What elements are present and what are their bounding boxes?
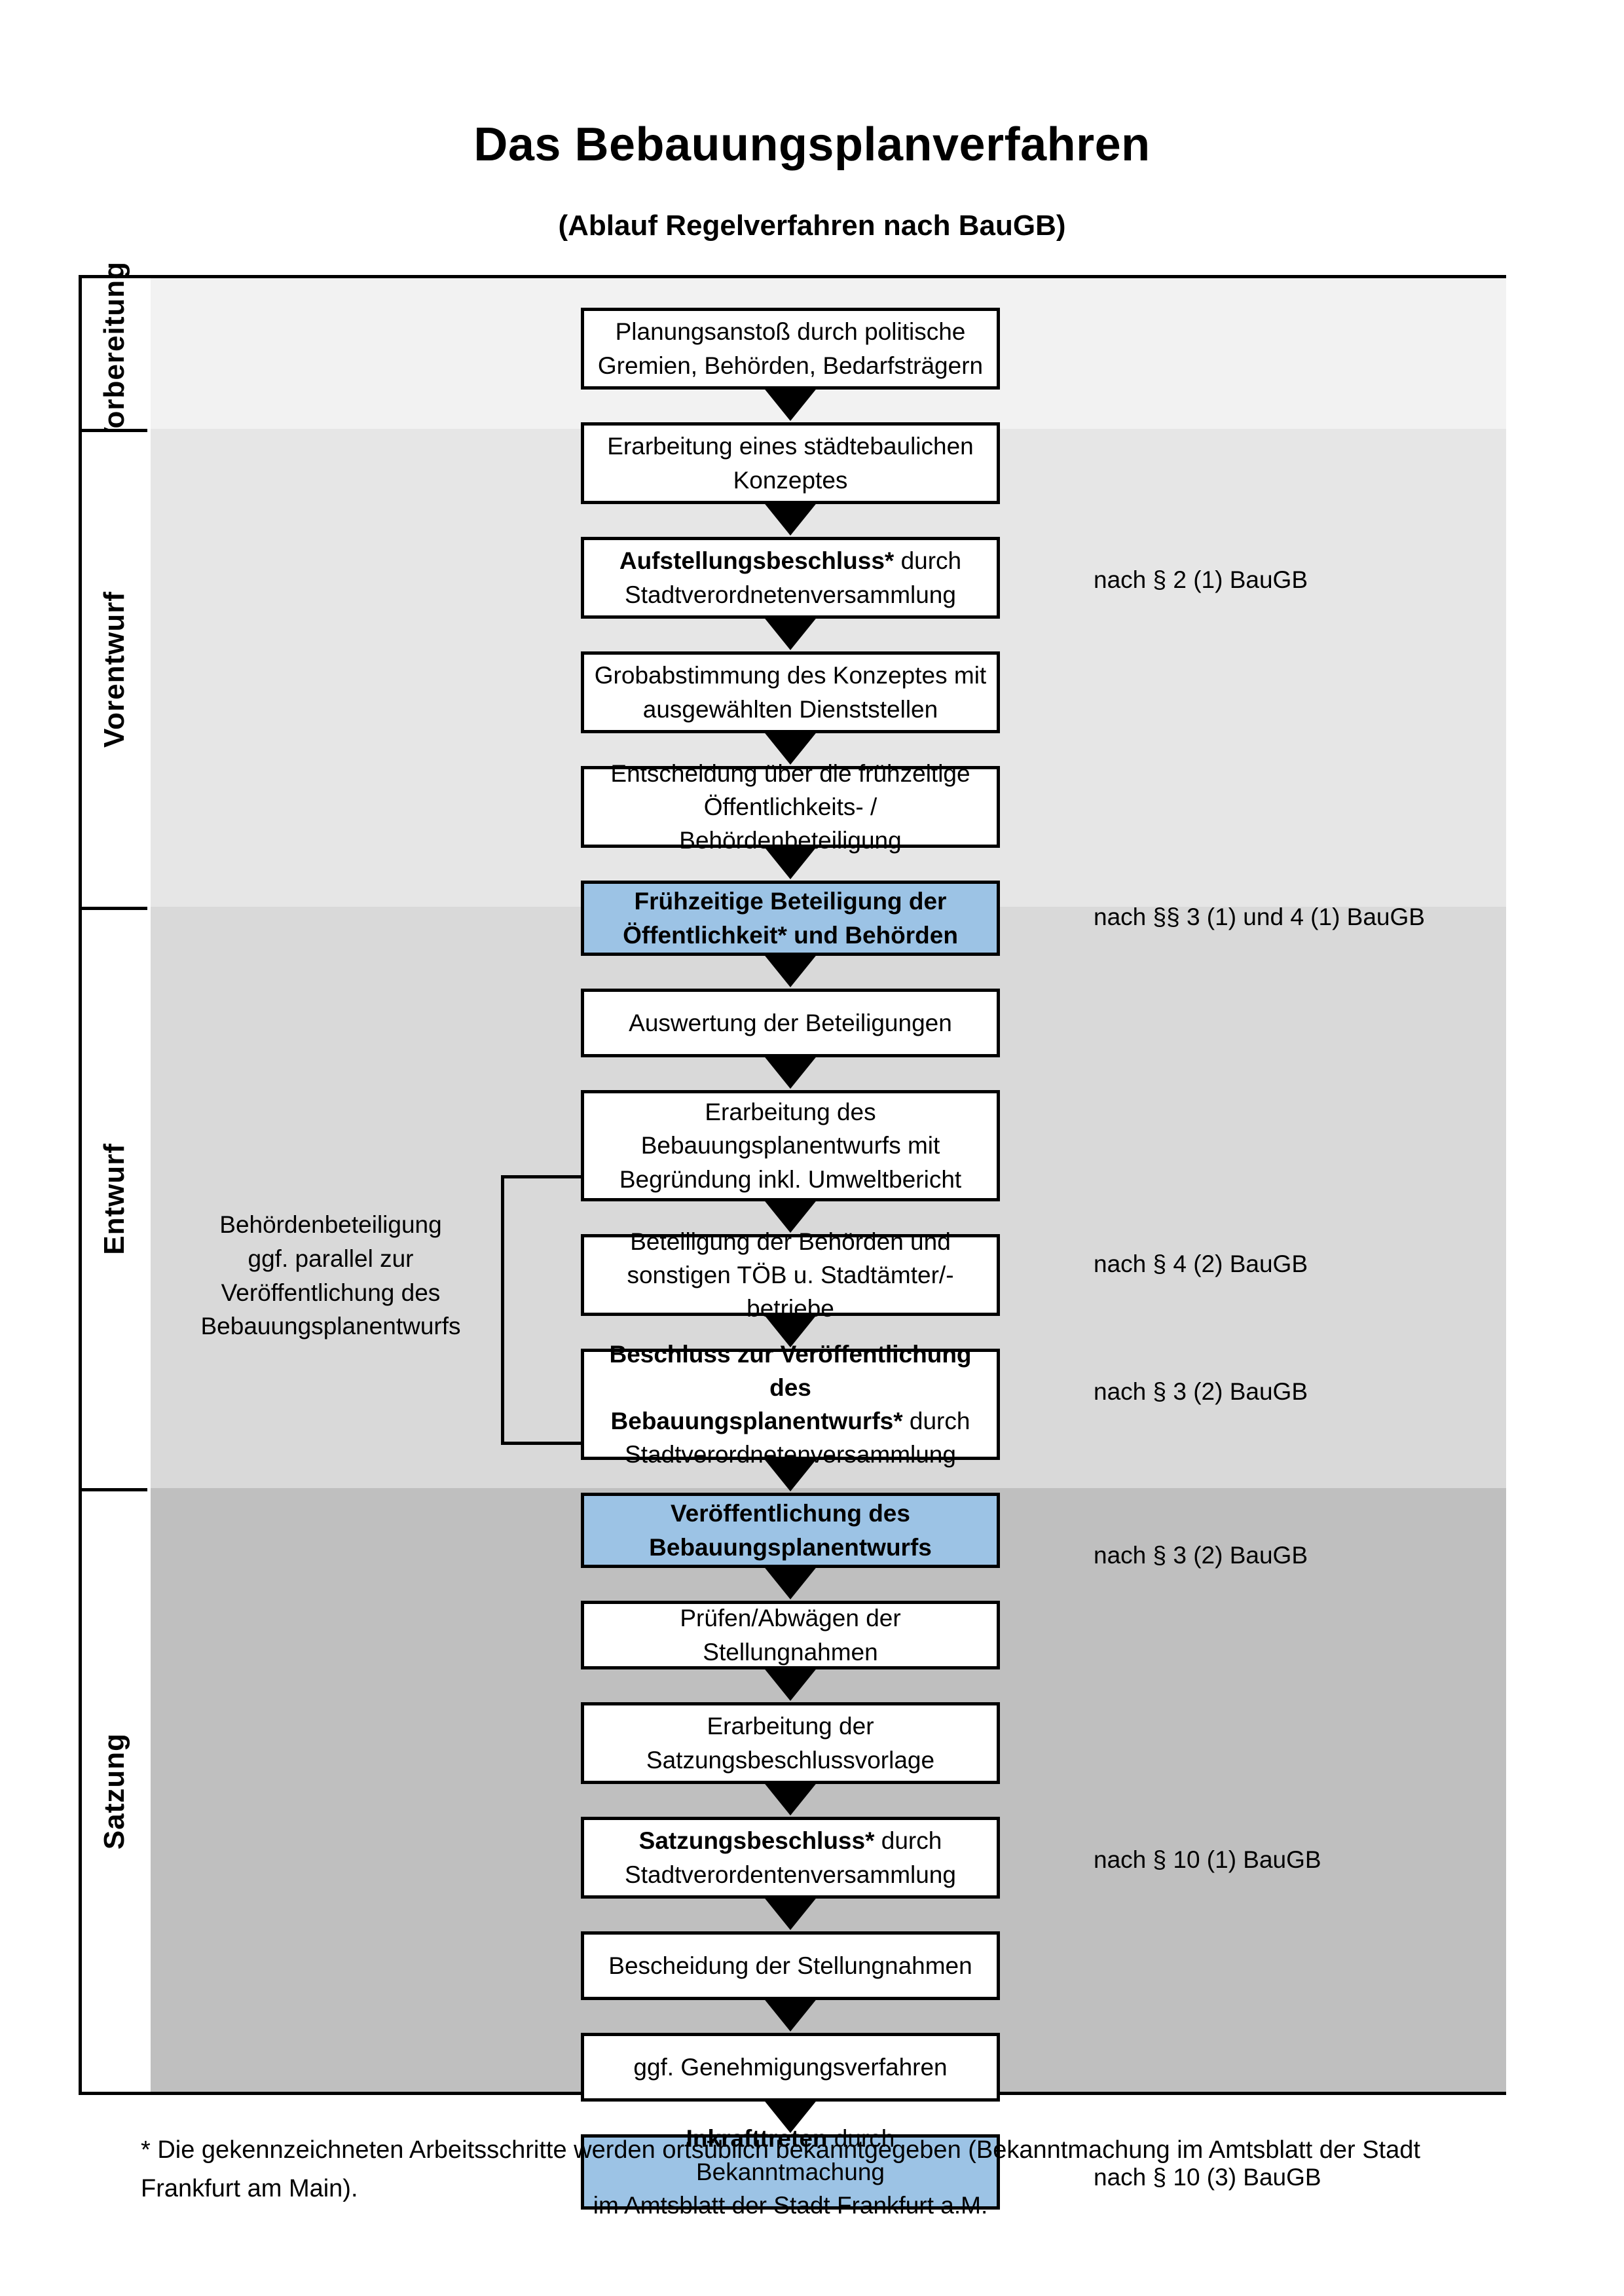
band-satzung — [151, 1488, 1506, 2092]
feedback-connector-bottom — [501, 1442, 632, 1445]
annotation-par-10-3: nach § 10 (3) BauGB — [1094, 2164, 1321, 2191]
arrow-8 — [763, 1199, 818, 1233]
step-line: Bescheidung der Stellungnahmen — [608, 1952, 972, 1979]
phase-divider-2 — [82, 907, 147, 910]
step-line-bold: Satzungsbeschluss* — [638, 1827, 875, 1855]
arrow-14 — [763, 1896, 818, 1930]
step-line: ausgewählten Dienststellen — [642, 695, 938, 723]
arrow-9 — [763, 1313, 818, 1347]
annotation-par-4-2: nach § 4 (2) BauGB — [1094, 1250, 1308, 1277]
phase-label-entwurf: Entwurf — [98, 1143, 130, 1255]
step-line: Erarbeitung des — [705, 1099, 876, 1126]
step-line-bold: Aufstellungsbeschluss* — [619, 547, 895, 575]
step-line: ggf. Genehmigungsverfahren — [633, 2053, 948, 2081]
step-planungsanstoss[interactable]: Planungsanstoß durch politische Gremien,… — [581, 308, 1000, 390]
step-line: Satzungsbeschlussvorlage — [646, 1746, 935, 1774]
step-bescheidung-stellungnahmen[interactable]: Bescheidung der Stellungnahmen — [581, 1931, 1000, 2000]
step-line: Begründung inkl. Umweltbericht — [619, 1165, 962, 1193]
annotation-par-2-1: nach § 2 (1) BauGB — [1094, 566, 1308, 593]
step-grobabstimmung[interactable]: Grobabstimmung des Konzeptes mit ausgewä… — [581, 651, 1000, 733]
step-line-bold: Frühzeitige Beteiligung der — [634, 888, 947, 915]
arrow-2 — [763, 501, 818, 536]
step-pruefen-abwaegen[interactable]: Prüfen/Abwägen der Stellungnahmen — [581, 1601, 1000, 1669]
feedback-connector-top — [501, 1175, 653, 1178]
phase-cell-satzung: Satzung — [82, 1491, 147, 2092]
phase-column: Vorbereitung Vorentwurf Entwurf Satzung — [82, 261, 147, 2092]
page-title: Das Bebauungsplanverfahren — [473, 118, 1151, 171]
step-line-bold: Bebauungsplanentwurfs — [649, 1533, 932, 1561]
step-line: Stadtverordentenversammlung — [625, 1861, 956, 1888]
feedback-connector-vertical — [501, 1175, 504, 1445]
phase-label-vorentwurf: Vorentwurf — [98, 591, 130, 748]
annotation-par-3-2-b: nach § 3 (2) BauGB — [1094, 1542, 1308, 1569]
step-line: Auswertung der Beteiligungen — [629, 1009, 952, 1036]
arrow-6 — [763, 953, 818, 987]
step-erarbeitung-satzungsbeschlussvorlage[interactable]: Erarbeitung der Satzungsbeschlussvorlage — [581, 1702, 1000, 1784]
flowchart-frame: Vorbereitung Vorentwurf Entwurf Satzung … — [79, 261, 1506, 2219]
step-line: Entscheidung über die frühzeitige — [610, 759, 970, 787]
step-line: durch — [894, 547, 962, 575]
page-subtitle: (Ablauf Regelverfahren nach BauGB) — [558, 210, 1066, 242]
arrow-10 — [763, 1457, 818, 1491]
arrow-4 — [763, 731, 818, 765]
side-note-line-3: Veröffentlichung des — [221, 1279, 441, 1306]
step-line: Prüfen/Abwägen der Stellungnahmen — [680, 1605, 901, 1666]
arrow-1 — [763, 387, 818, 421]
step-line: Erarbeitung der — [707, 1713, 874, 1740]
annotation-par-3-1-4-1: nach §§ 3 (1) und 4 (1) BauGB — [1094, 903, 1425, 930]
step-line: Bebauungsplanentwurfs mit — [640, 1132, 940, 1159]
arrow-11 — [763, 1565, 818, 1599]
arrow-16 — [763, 2099, 818, 2133]
arrow-15 — [763, 1997, 818, 2032]
phase-divider-3 — [82, 1488, 147, 1491]
step-entscheidung-fruehzeitige-beteiligung[interactable]: Entscheidung über die frühzeitige Öffent… — [581, 760, 1000, 854]
step-line: durch — [902, 1408, 970, 1434]
step-staedtebauliches-konzept[interactable]: Erarbeitung eines städtebaulichen Konzep… — [581, 422, 1000, 504]
footnote: * Die gekennzeichneten Arbeitsschritte w… — [141, 2136, 1420, 2202]
step-beteiligung-behoerden-toeb[interactable]: Beteiligung der Behörden und sonstigen T… — [581, 1228, 1000, 1322]
side-note-line-4: Bebauungsplanentwurfs — [200, 1313, 461, 1340]
phase-label-vorbereitung: Vorbereitung — [98, 261, 130, 446]
side-note-line-1: Behördenbeteiligung — [219, 1211, 442, 1238]
step-line: durch — [874, 1827, 942, 1855]
arrow-3 — [763, 616, 818, 650]
arrow-7 — [763, 1055, 818, 1089]
step-satzungsbeschluss[interactable]: Satzungsbeschluss* durch Stadtverordente… — [581, 1817, 1000, 1899]
step-line: im Amtsblatt der Stadt Frankfurt a.M. — [593, 2192, 988, 2219]
step-auswertung-beteiligungen[interactable]: Auswertung der Beteiligungen — [581, 989, 1000, 1057]
step-line-bold: Öffentlichkeit* und Behörden — [623, 921, 958, 949]
step-genehmigungsverfahren[interactable]: ggf. Genehmigungsverfahren — [581, 2033, 1000, 2102]
step-aufstellungsbeschluss[interactable]: Aufstellungsbeschluss* durch Stadtverord… — [581, 537, 1000, 619]
annotation-par-3-2-a: nach § 3 (2) BauGB — [1094, 1378, 1308, 1405]
arrow-13 — [763, 1781, 818, 1815]
annotation-par-10-1: nach § 10 (1) BauGB — [1094, 1846, 1321, 1873]
step-line-bold: Inkrafttreten — [686, 2124, 828, 2152]
step-erarbeitung-bebauungsplanentwurf[interactable]: Erarbeitung des Bebauungsplanentwurfs mi… — [581, 1090, 1000, 1201]
phase-label-satzung: Satzung — [98, 1733, 130, 1850]
step-line-bold: Beschluss zur Veröffentlichung des — [609, 1340, 972, 1401]
step-fruehzeitige-beteiligung[interactable]: Frühzeitige Beteiligung der Öffentlichke… — [581, 881, 1000, 956]
arrow-5 — [763, 845, 818, 879]
step-line-bold: Bebauungsplanentwurfs* — [610, 1408, 903, 1434]
side-note-line-2: ggf. parallel zur — [248, 1245, 414, 1272]
step-line: Erarbeitung eines städtebaulichen — [607, 433, 974, 460]
step-line: durch Bekanntmachung — [696, 2124, 895, 2185]
phase-divider-1 — [82, 429, 147, 432]
step-line: Stadtverordnetenversammlung — [625, 581, 956, 608]
arrow-12 — [763, 1667, 818, 1701]
phase-cell-vorbereitung: Vorbereitung — [82, 261, 147, 446]
step-inkrafttreten[interactable]: Inkrafttreten durch Bekanntmachung im Am… — [581, 2125, 1000, 2219]
step-beschluss-veroeffentlichung[interactable]: Beschluss zur Veröffentlichung des Bebau… — [581, 1341, 1000, 1468]
phase-cell-entwurf: Entwurf — [82, 910, 147, 1488]
step-line: Planungsanstoß durch politische — [615, 318, 966, 346]
step-veroeffentlichung-bebauungsplanentwurf[interactable]: Veröffentlichung des Bebauungsplanentwur… — [581, 1493, 1000, 1568]
step-line-bold: Veröffentlichung des — [671, 1500, 910, 1527]
step-line: Grobabstimmung des Konzeptes mit — [594, 662, 987, 689]
side-note-behoerdenbeteiligung: Behördenbeteiligung ggf. parallel zur Ve… — [174, 1208, 488, 1343]
step-line: Konzeptes — [733, 466, 848, 494]
step-line: Beteiligung der Behörden und — [630, 1228, 951, 1255]
step-line: Gremien, Behörden, Bedarfsträgern — [597, 352, 984, 379]
phase-cell-vorentwurf: Vorentwurf — [82, 432, 147, 907]
